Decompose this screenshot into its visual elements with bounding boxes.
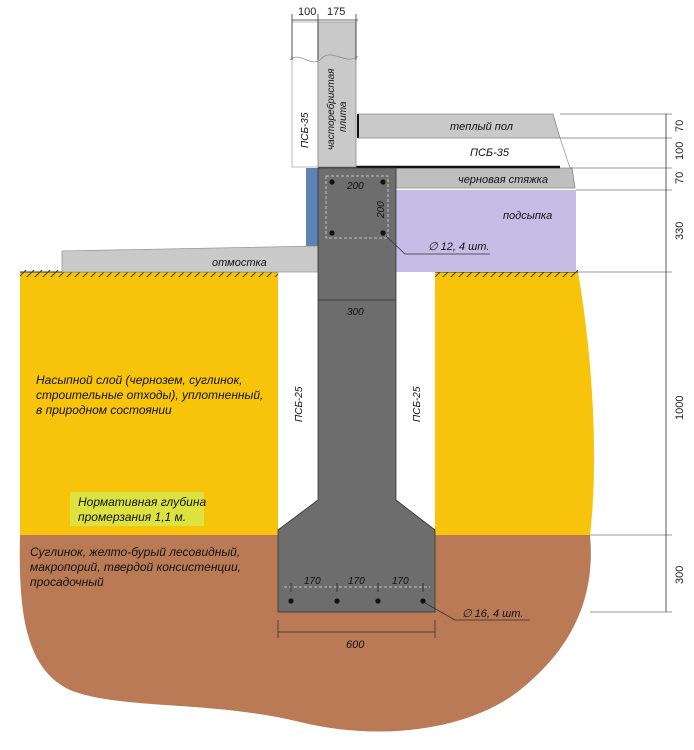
dim-right-1000: 1000 (674, 396, 686, 420)
clay-layer (19, 535, 591, 732)
ground-hatch-left (20, 270, 278, 277)
fill-soil-line-2: строительные отходы), уплотненный, (36, 388, 263, 402)
psb25-right-label: ПСБ-25 (412, 386, 423, 422)
dim-right-300: 300 (674, 566, 686, 584)
rebar-dot (375, 598, 381, 604)
otmostka-label: отмостка (212, 257, 267, 269)
dim-right-100: 100 (674, 142, 686, 160)
screed-label: черновая стяжка (458, 174, 548, 186)
beam-width-label: 200 (346, 181, 364, 192)
footing-spacing-2: 170 (348, 576, 365, 587)
fill-layer-right (435, 272, 595, 535)
stem-width-label: 300 (347, 307, 364, 318)
clay-soil-line-3: просадочный (30, 575, 104, 589)
dim-top-175: 175 (327, 6, 345, 18)
warm-floor-label: теплый пол (450, 121, 513, 133)
dim-right-70b: 70 (674, 172, 686, 184)
beam-height-label: 200 (376, 201, 387, 219)
clay-soil-line-2: макропорий, твердой консистенции, (30, 560, 241, 574)
blue-insulation (306, 168, 318, 246)
psb25-right-strip (396, 272, 435, 534)
rebar-dot (288, 598, 294, 604)
dim-right-70a: 70 (674, 120, 686, 132)
footing-width-label: 600 (346, 639, 365, 651)
frost-line-1: Нормативная глубина (78, 495, 206, 509)
rebar-dot (329, 230, 335, 236)
wall-plate-label-1: часторебристая (325, 68, 337, 150)
ground-hatch-right (435, 270, 578, 277)
rebar-16-label: ∅ 16, 4 шт. (462, 608, 523, 620)
floor-psb35-label: ПСБ-35 (470, 147, 510, 159)
podsypka-label: подсыпка (503, 210, 552, 222)
fill-soil-line-3: в природном состоянии (36, 403, 172, 417)
rebar-dot (380, 230, 386, 236)
clay-soil-line-1: Суглинок, желто-бурый лесовидный, (30, 545, 240, 559)
otmostka-slab (61, 245, 319, 273)
wall-plate-label-2: плита (338, 101, 349, 132)
rebar-12-label: ∅ 12, 4 шт. (428, 241, 489, 253)
footing-spacing-3: 170 (392, 576, 409, 587)
podsypka-fill (396, 190, 576, 272)
fill-soil-line-1: Насыпной слой (чернозем, суглинок, (36, 373, 242, 387)
rebar-dot (420, 598, 426, 604)
frost-line-2: промерзания 1,1 м. (78, 510, 186, 524)
dim-top-100: 100 (298, 6, 316, 18)
concrete-foundation (277, 167, 436, 613)
rebar-dot (380, 179, 386, 185)
footing-spacing-1: 170 (304, 576, 321, 587)
wall-psb35-label: ПСБ-35 (300, 112, 311, 148)
psb25-left-label: ПСБ-25 (294, 386, 305, 422)
dim-right-330: 330 (674, 222, 686, 240)
rebar-dot (329, 179, 335, 185)
frost-highlight (70, 492, 204, 526)
rebar-dot (334, 598, 340, 604)
fill-layer-left (20, 272, 278, 535)
wall-plate (317, 21, 357, 168)
psb25-left-strip (278, 272, 318, 534)
